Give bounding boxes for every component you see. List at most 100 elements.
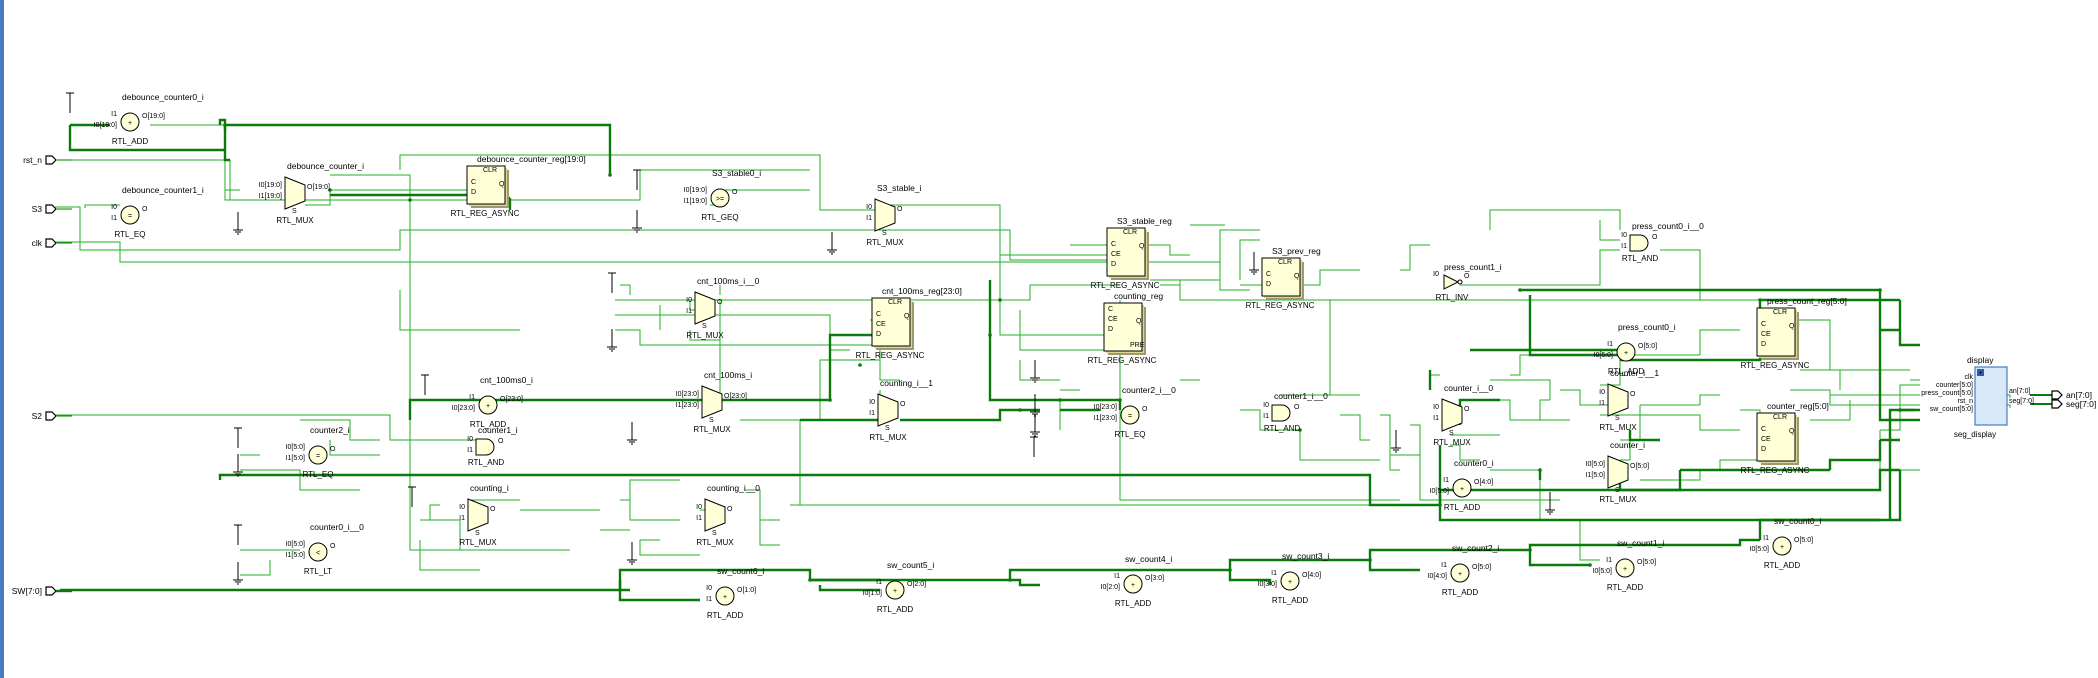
net-23 — [1019, 310, 1120, 351]
net-63 — [240, 469, 360, 491]
pin-i0-23-0: I0[23:0] — [676, 391, 699, 398]
net-32 — [1489, 209, 1621, 230]
pin-i1: I1 — [111, 215, 117, 222]
pin-q: Q — [1789, 323, 1795, 330]
bus-27 — [1828, 440, 1882, 470]
cell-display[interactable]: +displayseg_displayclkcounter[5:0]press_… — [1921, 355, 2034, 439]
junction-dot — [828, 398, 832, 402]
input-port-sw-7-0[interactable]: SW[7:0] — [12, 586, 72, 596]
output-port-an-7-0[interactable]: an[7:0] — [2030, 390, 2092, 400]
net-76 — [629, 479, 680, 510]
pin-i1: I1 — [1606, 557, 1612, 564]
input-port-s2[interactable]: S2 — [32, 411, 72, 421]
constant-driver — [827, 232, 837, 255]
cell-instance-name: debounce_counter1_i — [122, 185, 204, 195]
net-93 — [1340, 414, 1370, 441]
net-31 — [1660, 249, 1740, 301]
pin-d: D — [1108, 326, 1113, 333]
cell-type-label: RTL_EQ — [303, 470, 334, 479]
cell-instance-name: counter_i__0 — [1444, 383, 1493, 393]
net-52 — [1829, 395, 1920, 406]
net-51 — [1790, 389, 1920, 396]
net-55 — [1879, 430, 1920, 471]
cell-press-count-reg-5-0[interactable]: press_count_reg[5:0]RTL_REG_ASYNCCLRCCED… — [1741, 296, 1847, 370]
cell-type-label: RTL_REG_ASYNC — [1741, 361, 1810, 370]
output-port-seg-7-0[interactable]: seg[7:0] — [2030, 399, 2096, 409]
pin-i0: I0 — [467, 436, 473, 443]
cell-cnt-100ms-i[interactable]: cnt_100ms_iRTL_MUXI0[23:0]I1[23:0]O[23:0… — [676, 370, 753, 434]
pin-i1: I1 — [1441, 562, 1447, 569]
input-port-s3[interactable]: S3 — [32, 204, 72, 214]
pin-i0: I0 — [1433, 404, 1439, 411]
net-5 — [150, 124, 240, 201]
cell-debounce-counter-reg-19-0[interactable]: debounce_counter_reg[19:0]RTL_REG_ASYNCC… — [451, 154, 586, 218]
net-101 — [1579, 520, 1600, 561]
operator-glyph: + — [1623, 566, 1627, 573]
junction-dot — [1438, 503, 1442, 507]
net-38 — [1380, 414, 1420, 456]
net-15 — [615, 314, 850, 351]
net-9 — [399, 290, 520, 331]
pin-s: S — [1449, 430, 1454, 437]
pin-o: O — [717, 299, 723, 306]
cell-type-label: RTL_MUX — [1433, 438, 1471, 447]
pin-i1-19-0: I1[19:0] — [259, 193, 282, 200]
cell-debounce-counter-i[interactable]: debounce_counter_iRTL_MUXI0[19:0]I1[19:0… — [259, 161, 365, 225]
constant-driver — [66, 92, 74, 113]
cell-type-label: RTL_ADD — [1764, 561, 1801, 570]
cell-instance-name: counter2_i__0 — [1122, 385, 1176, 395]
constant-driver — [233, 562, 243, 585]
bus-42 — [1730, 538, 1760, 547]
cell-debounce-counter0-i[interactable]: +debounce_counter0_iRTL_ADDI1I0[19:0]O[1… — [94, 92, 204, 146]
input-port-clk[interactable]: clk — [32, 238, 72, 248]
junction-dot — [858, 363, 862, 367]
pin-ce: CE — [1761, 331, 1771, 338]
net-47 — [1699, 329, 1740, 355]
pin-q: Q — [1139, 243, 1145, 250]
pin-o-23-0: O[23:0] — [724, 393, 747, 400]
pin-clr: CLR — [1773, 309, 1787, 316]
junction-dot — [1878, 288, 1882, 292]
pin-i0: I0 — [1599, 389, 1605, 396]
junction-dot — [1898, 408, 1902, 412]
net-27 — [1239, 239, 1260, 280]
pin-s: S — [885, 425, 890, 432]
bus-23 — [218, 473, 1400, 507]
cell-type-label: RTL_ADD — [877, 605, 914, 614]
cell-instance-name: press_count1_i — [1444, 262, 1502, 272]
input-port-rst-n[interactable]: rst_n — [23, 155, 72, 165]
